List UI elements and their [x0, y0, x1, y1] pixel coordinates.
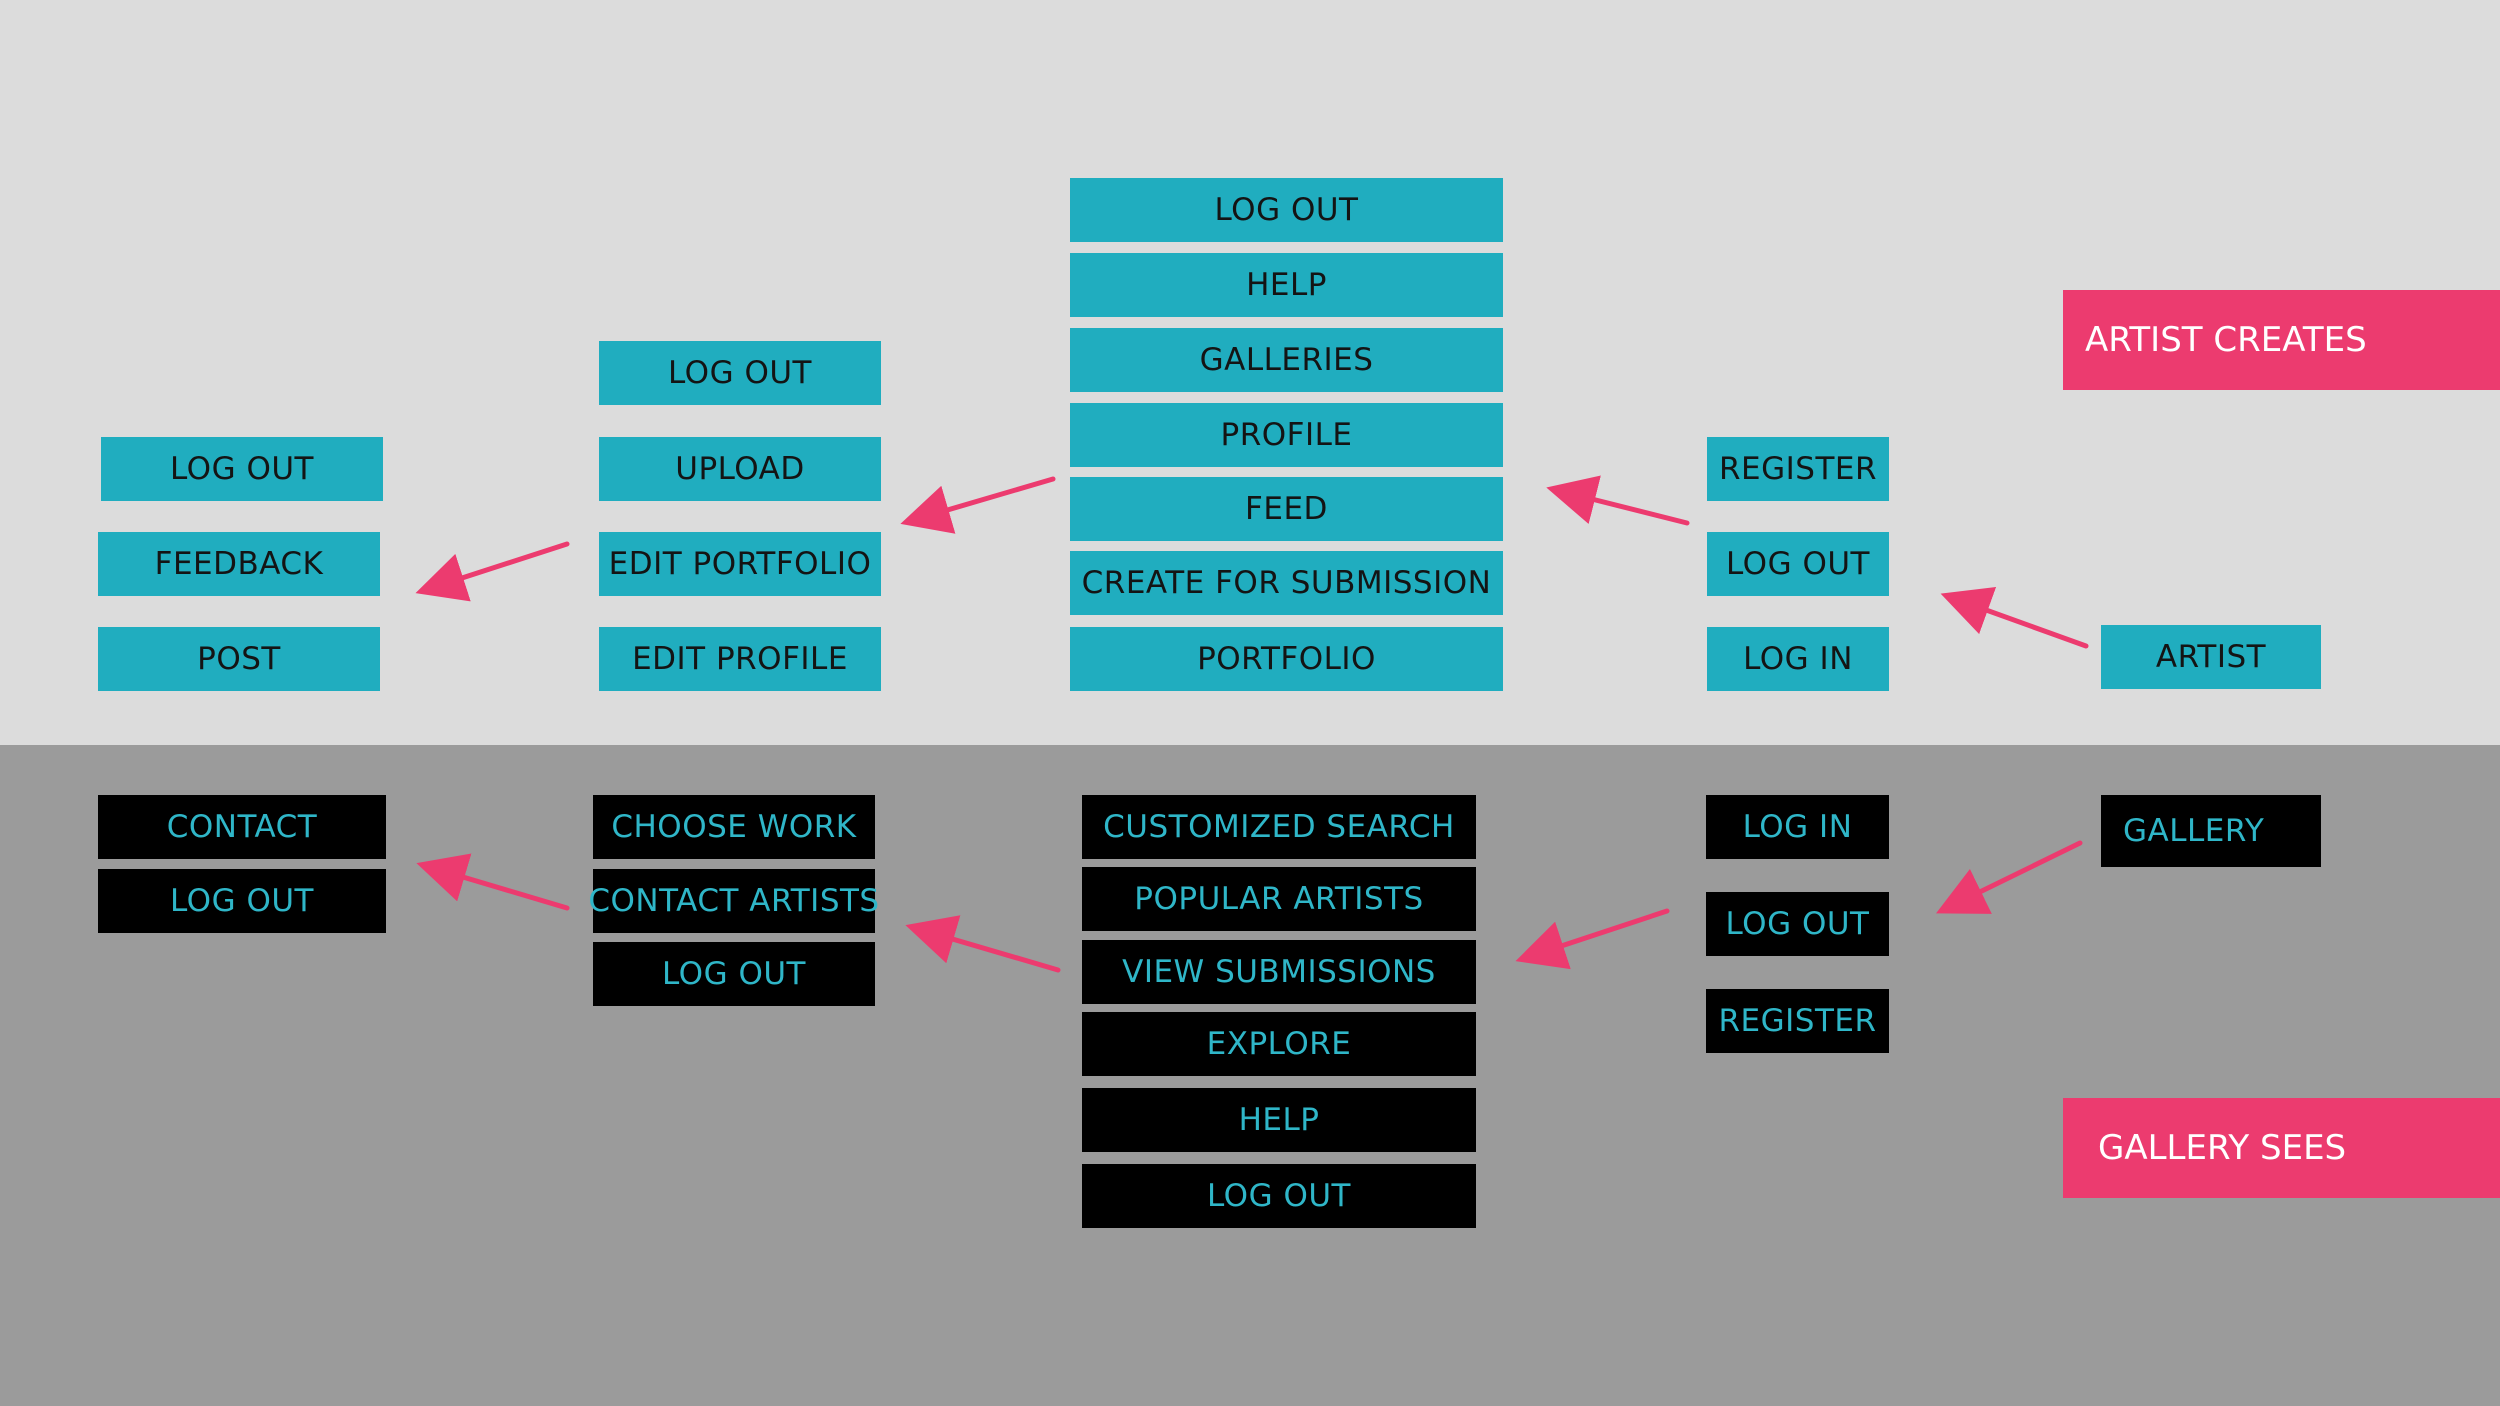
artist-upload-box: UPLOAD — [599, 437, 881, 501]
gallery-contact-box: CONTACT — [98, 795, 386, 859]
arrow-auth-to-dashboard — [1546, 475, 1690, 526]
artist-logout-box: LOG OUT — [1707, 532, 1889, 596]
artist-portfolio-box: PORTFOLIO — [1070, 627, 1503, 691]
gallery-sees-label: GALLERY SEES — [2063, 1098, 2500, 1198]
gallery-logout-box: LOG OUT — [1082, 1164, 1476, 1228]
gallery-start-box: GALLERY — [2101, 795, 2321, 867]
artist-help-box: HELP — [1070, 253, 1503, 317]
gallery-login-box: LOG IN — [1706, 795, 1889, 859]
artist-creates-label: ARTIST CREATES — [2063, 290, 2500, 390]
arrow-gallery-to-auth — [1936, 840, 2083, 914]
gallery-logout-box: LOG OUT — [593, 942, 875, 1006]
arrow-portfolio-to-feedback — [415, 541, 570, 602]
gallery-contact-artists-box: CONTACT ARTISTS — [588, 869, 879, 933]
gallery-explore-box: EXPLORE — [1082, 1012, 1476, 1076]
gallery-help-box: HELP — [1082, 1088, 1476, 1152]
gallery-customized-search-box: CUSTOMIZED SEARCH — [1082, 795, 1476, 859]
arrow-auth-to-search — [1515, 908, 1670, 970]
artist-edit-profile-box: EDIT PROFILE — [599, 627, 881, 691]
gallery-logout-box: LOG OUT — [98, 869, 386, 933]
artist-galleries-box: GALLERIES — [1070, 328, 1503, 392]
arrow-artist-to-auth — [1940, 587, 2089, 649]
artist-logout-box: LOG OUT — [599, 341, 881, 405]
artist-logout-box: LOG OUT — [101, 437, 383, 501]
artist-profile-box: PROFILE — [1070, 403, 1503, 467]
gallery-popular-artists-box: POPULAR ARTISTS — [1082, 867, 1476, 931]
artist-register-box: REGISTER — [1707, 437, 1889, 501]
arrow-choose-to-contact — [416, 853, 570, 911]
gallery-choose-work-box: CHOOSE WORK — [593, 795, 875, 859]
artist-feed-box: FEED — [1070, 477, 1503, 541]
artist-logout-box: LOG OUT — [1070, 178, 1503, 242]
artist-edit-portfolio-box: EDIT PORTFOLIO — [599, 532, 881, 596]
arrow-submissions-to-choose — [905, 915, 1061, 973]
artist-login-box: LOG IN — [1707, 627, 1889, 691]
arrow-dashboard-to-portfolio — [900, 476, 1056, 534]
gallery-logout-box: LOG OUT — [1706, 892, 1889, 956]
artist-post-box: POST — [98, 627, 380, 691]
gallery-register-box: REGISTER — [1706, 989, 1889, 1053]
artist-create-for-submission-box: CREATE FOR SUBMISSION — [1070, 551, 1503, 615]
artist-start-box: ARTIST — [2101, 625, 2321, 689]
gallery-view-submissions-box: VIEW SUBMISSIONS — [1082, 940, 1476, 1004]
artist-feedback-box: FEEDBACK — [98, 532, 380, 596]
